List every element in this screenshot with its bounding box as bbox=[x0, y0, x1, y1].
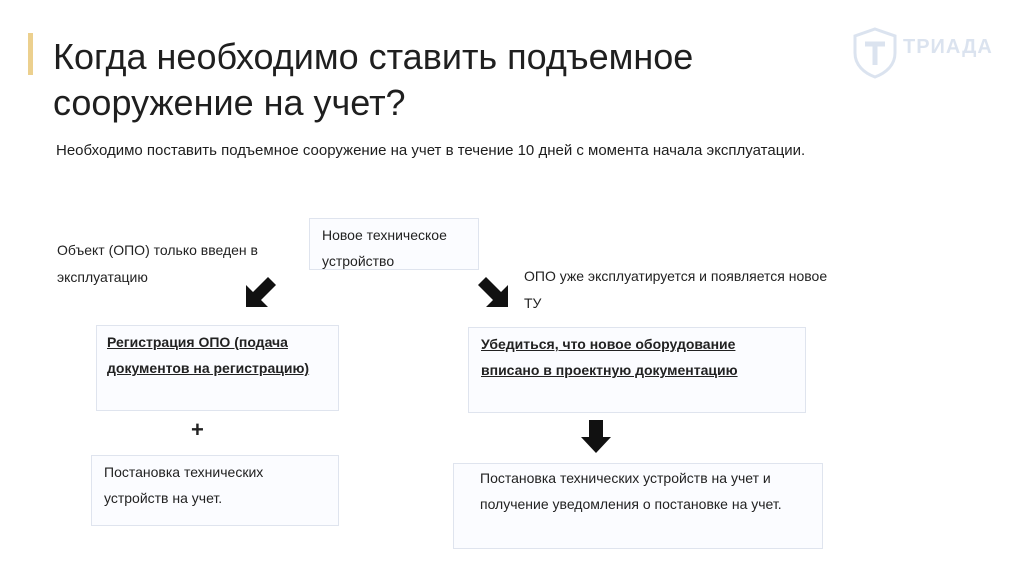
left-condition-label: Объект (ОПО) только введен в эксплуатаци… bbox=[57, 242, 258, 285]
register-opo-box: Регистрация ОПО (подача документов на ре… bbox=[96, 325, 339, 411]
subtitle: Необходимо поставить подъемное сооружени… bbox=[56, 142, 806, 159]
arrow-down-left-icon bbox=[246, 277, 276, 307]
shield-icon bbox=[853, 27, 897, 79]
page-title: Когда необходимо ставить подъемное соору… bbox=[53, 36, 694, 123]
right-condition-label: ОПО уже эксплуатируется и появляется нов… bbox=[524, 268, 828, 311]
plus-sign: + bbox=[191, 417, 204, 442]
arrow-down-icon bbox=[581, 420, 611, 453]
register-and-notify-box: Постановка технических устройств на учет… bbox=[453, 463, 823, 549]
title-accent-bar bbox=[28, 33, 33, 75]
arrow-down-right-icon bbox=[478, 277, 508, 307]
register-devices-box: Постановка технических устройств на учет… bbox=[91, 455, 339, 526]
new-device-box: Новое техническое устройство bbox=[309, 218, 479, 270]
logo-text: ТРИАДА bbox=[903, 36, 993, 58]
company-logo: ТРИАДА bbox=[852, 27, 1002, 79]
check-project-docs-box: Убедиться, что новое оборудование вписан… bbox=[468, 327, 806, 413]
